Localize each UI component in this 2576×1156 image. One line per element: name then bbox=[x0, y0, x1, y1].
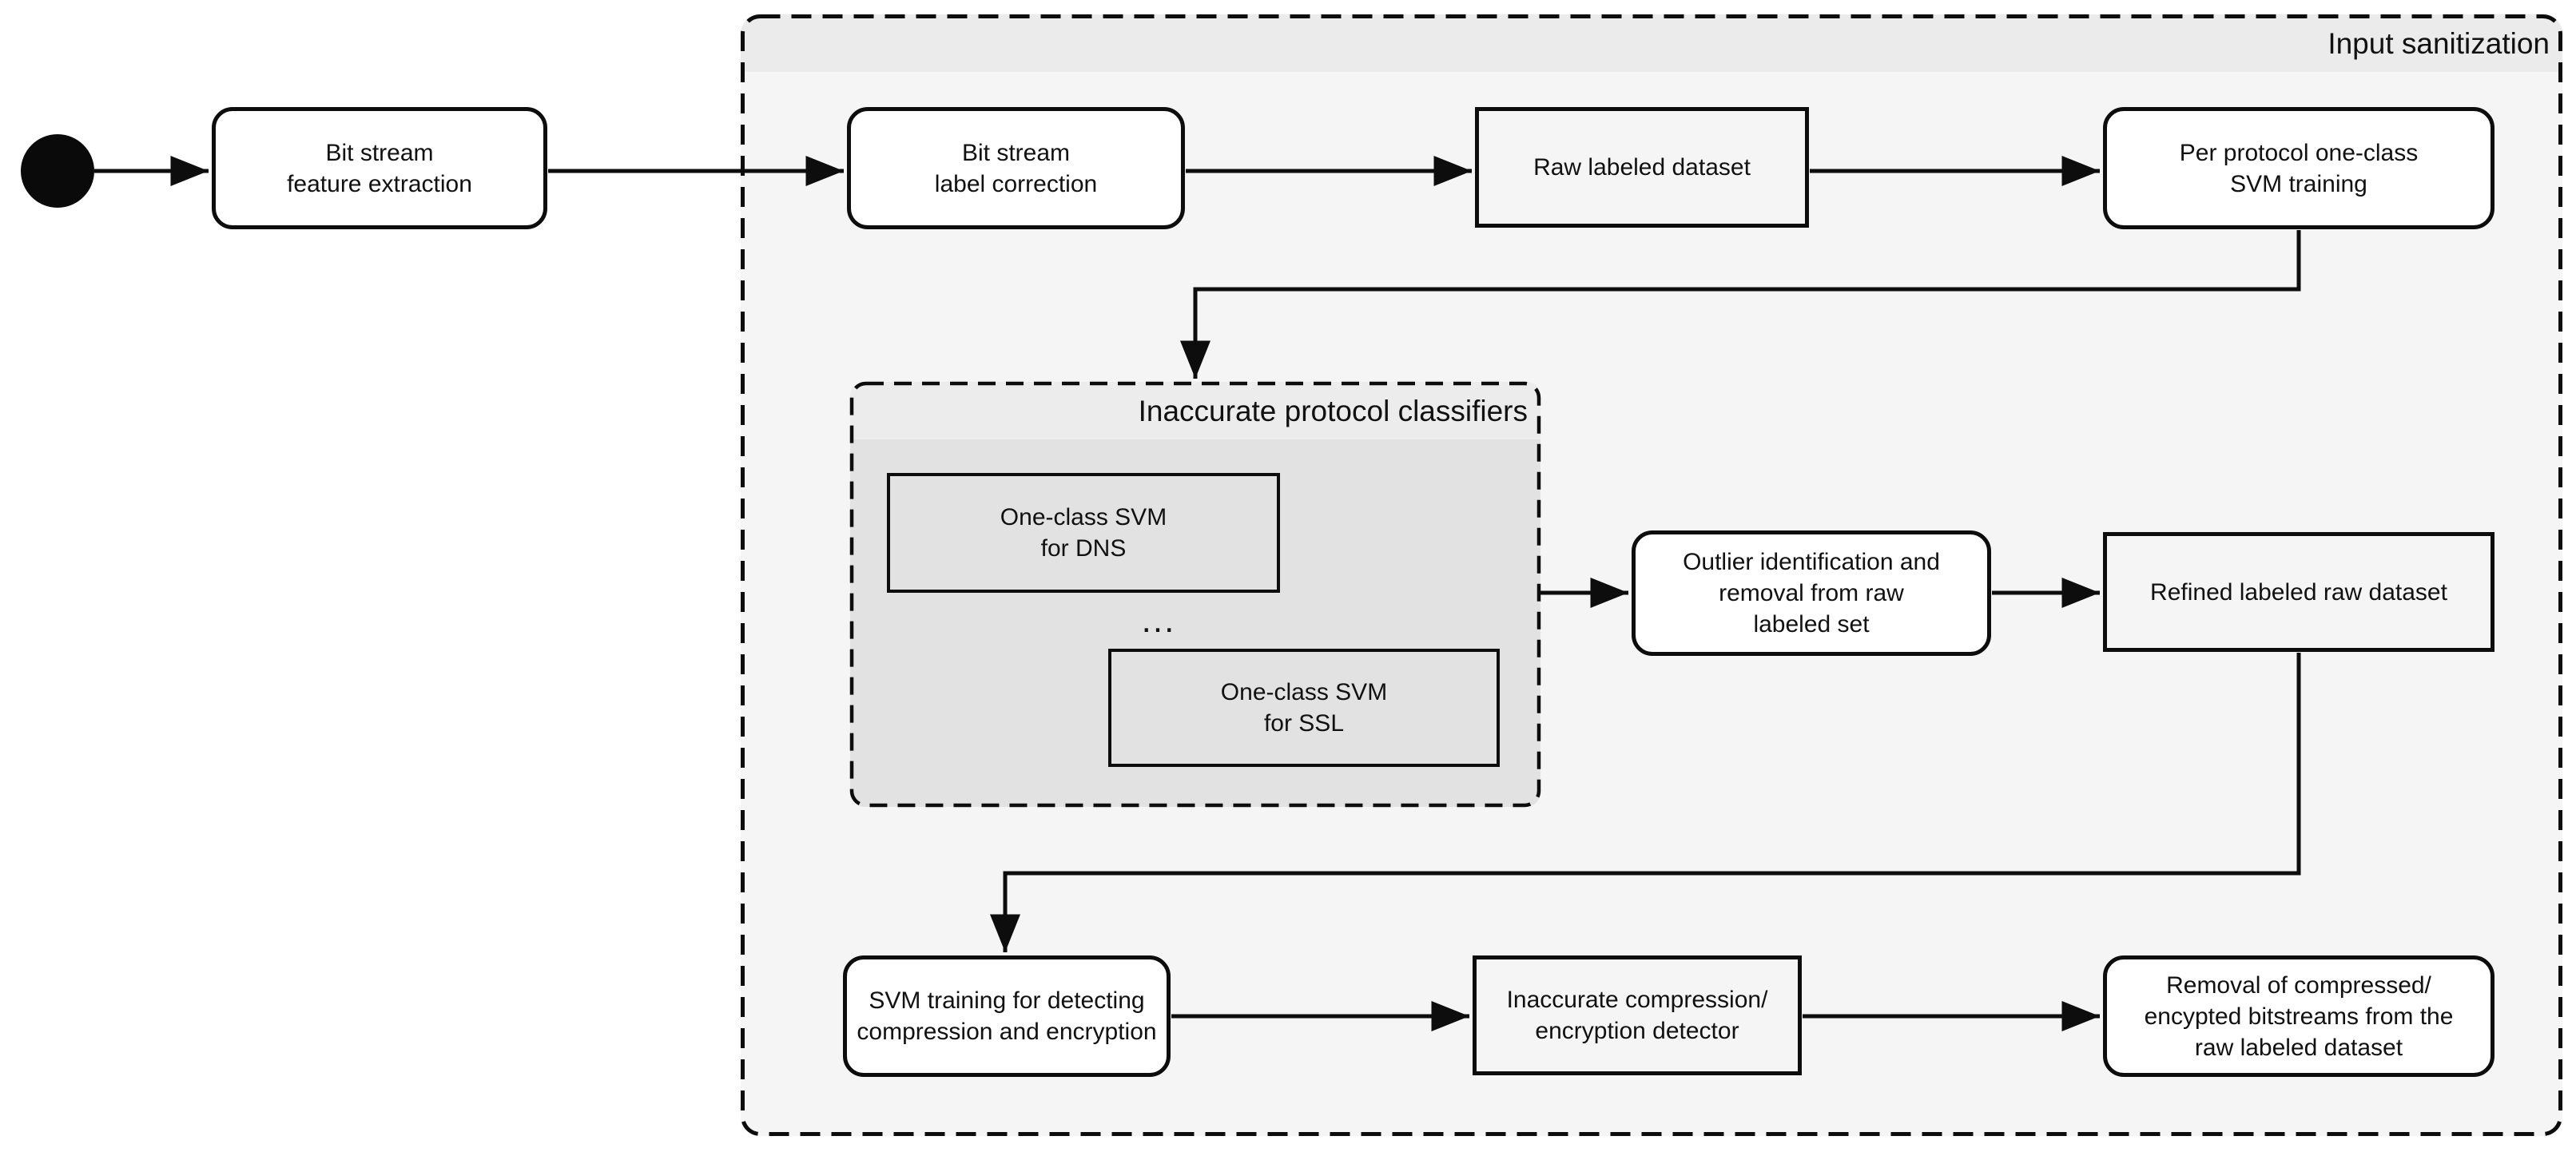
start-node-icon bbox=[21, 134, 94, 208]
node-raw-labeled-dataset: Raw labeled dataset bbox=[1475, 107, 1809, 228]
inaccurate-protocol-classifiers-header-band: Inaccurate protocol classifiers bbox=[850, 382, 1540, 439]
node-outlier-identification-removal: Outlier identification and removal from … bbox=[1632, 530, 1991, 656]
input-sanitization-header-band: Input sanitization bbox=[741, 14, 2562, 72]
node-inaccurate-compression-encryption-detector: Inaccurate compression/ encryption detec… bbox=[1473, 955, 1802, 1075]
input-sanitization-title: Input sanitization bbox=[2328, 26, 2550, 60]
node-removal-compressed-encrypted-bitstreams: Removal of compressed/ encypted bitstrea… bbox=[2103, 955, 2495, 1077]
classifier-ellipsis: ... bbox=[1141, 601, 1176, 640]
node-bit-stream-feature-extraction: Bit stream feature extraction bbox=[212, 107, 547, 229]
node-svm-training-compression-encryption: SVM training for detecting compression a… bbox=[843, 955, 1171, 1077]
node-one-class-svm-for-dns: One-class SVM for DNS bbox=[887, 473, 1280, 593]
node-one-class-svm-for-ssl: One-class SVM for SSL bbox=[1108, 649, 1500, 767]
node-per-protocol-one-class-svm-training: Per protocol one-class SVM training bbox=[2103, 107, 2495, 229]
node-refined-labeled-raw-dataset: Refined labeled raw dataset bbox=[2103, 532, 2495, 652]
node-bit-stream-label-correction: Bit stream label correction bbox=[847, 107, 1185, 229]
inaccurate-protocol-classifiers-title: Inaccurate protocol classifiers bbox=[1138, 394, 1528, 427]
